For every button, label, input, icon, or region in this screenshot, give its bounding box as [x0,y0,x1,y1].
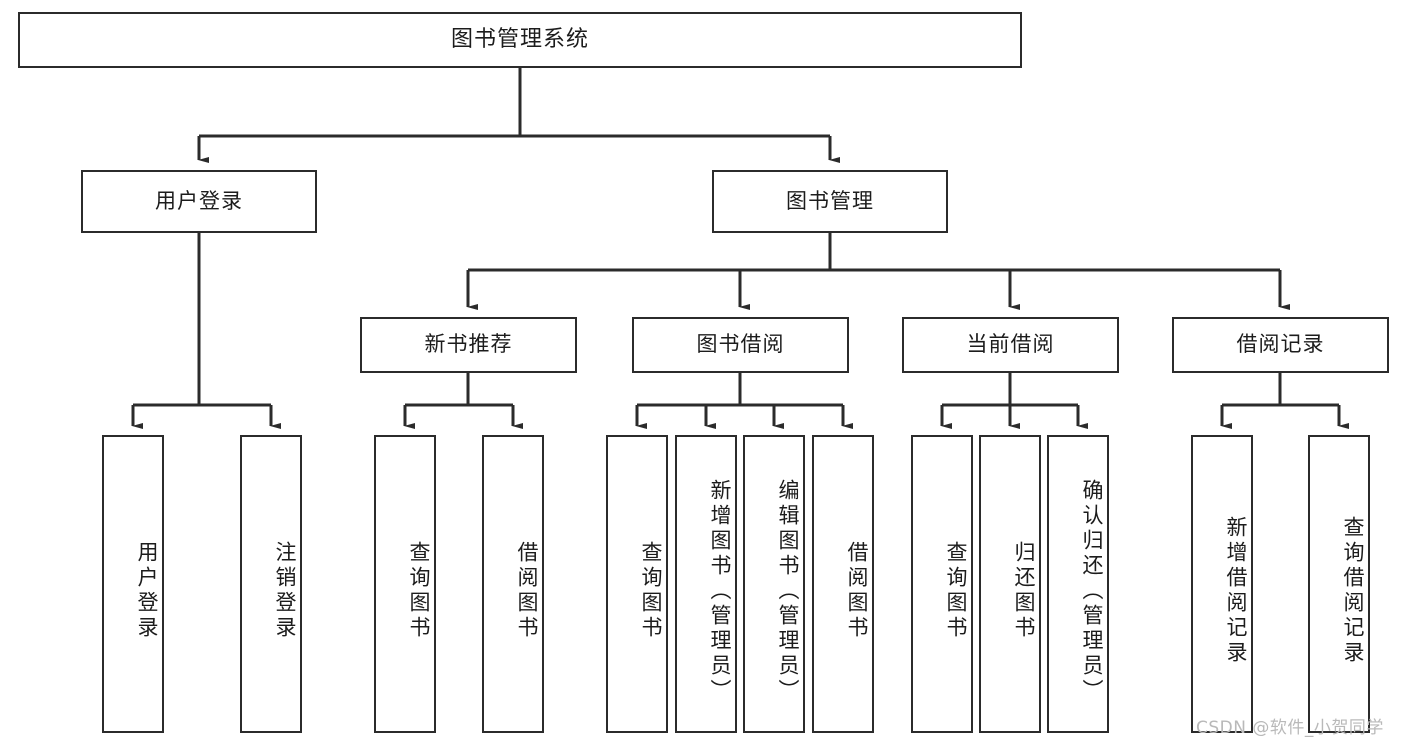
node-label: 新书推荐 [424,332,513,357]
node-book-management[interactable]: 图书管理 [712,170,948,233]
node-label: 图书借阅 [696,332,785,357]
node-label: 借阅记录 [1236,332,1325,357]
node-label: 确认归还（管理员） [1080,478,1104,704]
node-label: 查询图书 [944,541,968,641]
node-label: 用户登录 [155,188,243,213]
node-label: 新增图书（管理员） [708,478,732,704]
node-label: 图书管理系统 [450,26,589,52]
watermark-csdn: CSDN @软件_小贺同学 [1196,718,1384,738]
leaf-add-book-admin[interactable]: 新增图书（管理员） [675,435,737,733]
node-user-login[interactable]: 用户登录 [81,170,317,233]
node-label: 注销登录 [273,541,297,641]
node-label: 当前借阅 [966,332,1055,357]
leaf-confirm-return-admin[interactable]: 确认归还（管理员） [1047,435,1109,733]
node-label: 查询图书 [407,541,431,641]
node-current-borrow[interactable]: 当前借阅 [902,317,1119,373]
node-label: 借阅图书 [845,541,869,641]
leaf-borrow-book[interactable]: 借阅图书 [812,435,874,733]
leaf-return-book[interactable]: 归还图书 [979,435,1041,733]
node-label: 用户登录 [135,541,159,641]
node-label: 归还图书 [1012,541,1036,641]
node-label: 新增借阅记录 [1224,516,1248,666]
node-label: 查询借阅记录 [1341,516,1365,666]
leaf-user-logout[interactable]: 注销登录 [240,435,302,733]
leaf-borrow-book-recommend[interactable]: 借阅图书 [482,435,544,733]
node-label: 图书管理 [786,188,874,213]
node-label: 借阅图书 [515,541,539,641]
leaf-edit-book-admin[interactable]: 编辑图书（管理员） [743,435,805,733]
node-label: 查询图书 [639,541,663,641]
node-borrow-record[interactable]: 借阅记录 [1172,317,1389,373]
leaf-query-borrow-record[interactable]: 查询借阅记录 [1308,435,1370,733]
node-label: 编辑图书（管理员） [776,478,800,704]
node-new-book-recommend[interactable]: 新书推荐 [360,317,577,373]
leaf-query-book-current[interactable]: 查询图书 [911,435,973,733]
leaf-query-book-recommend[interactable]: 查询图书 [374,435,436,733]
node-root-book-management-system[interactable]: 图书管理系统 [18,12,1022,68]
leaf-query-book-borrow[interactable]: 查询图书 [606,435,668,733]
node-book-borrow[interactable]: 图书借阅 [632,317,849,373]
leaf-user-login[interactable]: 用户登录 [102,435,164,733]
leaf-add-borrow-record[interactable]: 新增借阅记录 [1191,435,1253,733]
